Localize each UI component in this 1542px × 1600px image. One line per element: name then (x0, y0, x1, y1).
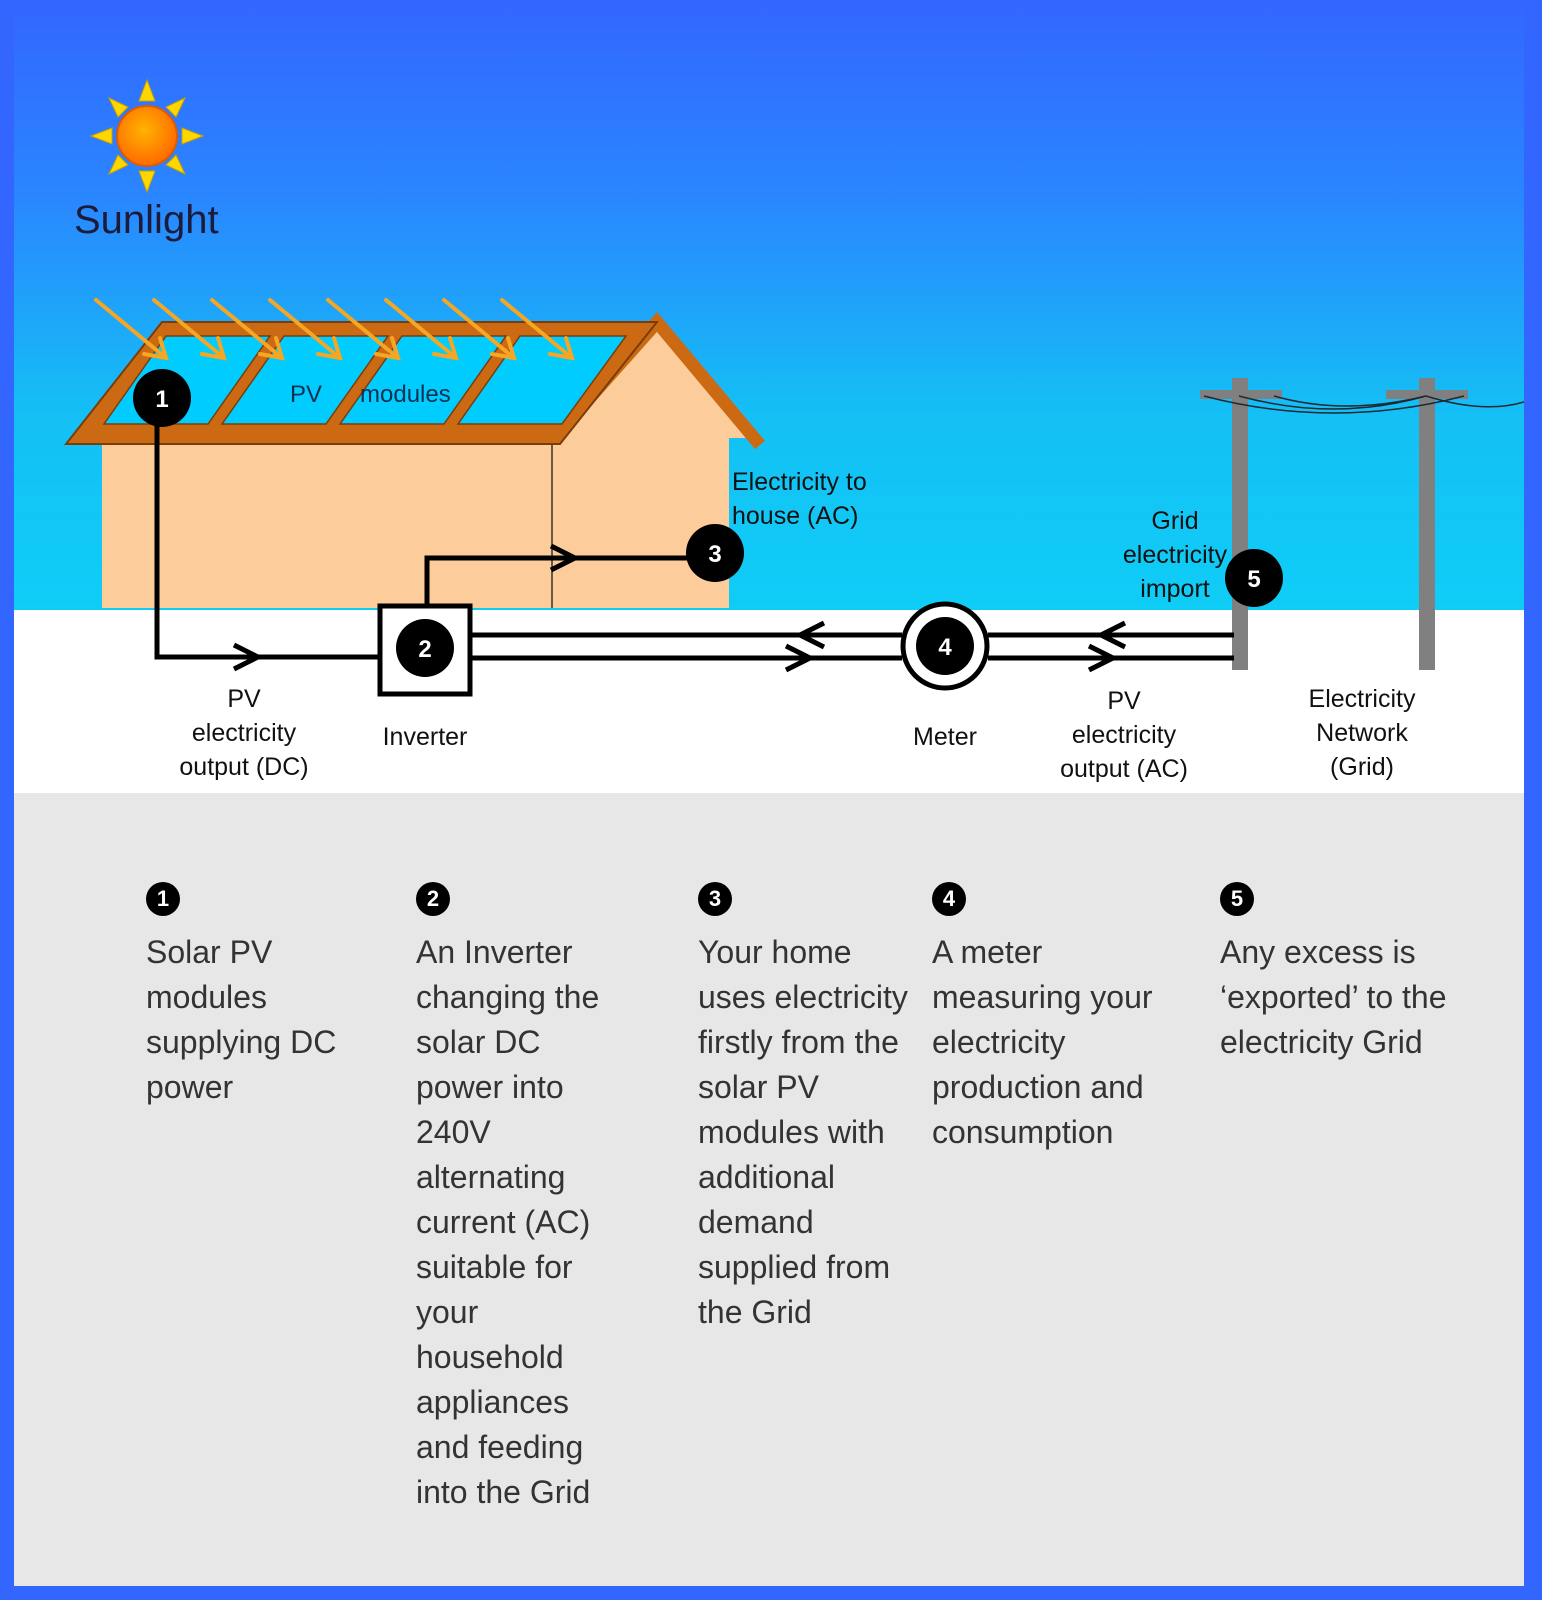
svg-text:2: 2 (418, 636, 431, 663)
svg-text:1: 1 (155, 386, 168, 413)
marker-1: 1 (133, 369, 191, 427)
desc-5-text: Any excess is ‘exported’ to the electric… (1220, 934, 1447, 1060)
svg-text:3: 3 (708, 541, 721, 568)
wiring (154, 395, 1234, 661)
meter-label: Meter (913, 723, 977, 751)
electricity-to-house-label: Electricity to house (AC) (732, 468, 867, 530)
roof-pv-label: PV (290, 381, 322, 408)
sunlight-arrows (94, 298, 575, 361)
marker-2: 2 (396, 619, 454, 677)
pv-system-diagram: PV modules (63, 78, 1524, 697)
electricity-network-label: Electricity Network (Grid) (1308, 685, 1416, 781)
diagram-frame: PV modules (14, 0, 1524, 1586)
marker-3: 3 (686, 524, 744, 582)
pv-dc-output-label: PV electricity output (DC) (179, 685, 309, 781)
house-wall (102, 438, 729, 608)
description-panel (14, 793, 1524, 1586)
flow-arrows (232, 543, 1127, 673)
desc-4-badge: 4 (932, 882, 966, 916)
desc-5-badge: 5 (1220, 882, 1254, 916)
desc-1-badge: 1 (146, 882, 180, 916)
desc-3-badge: 3 (698, 882, 732, 916)
sunlight-label: Sunlight (74, 198, 219, 242)
inverter-label: Inverter (382, 723, 468, 751)
overhead-wires (1203, 395, 1524, 414)
desc-1-text: Solar PV modules supplying DC power (146, 934, 337, 1105)
grid-import-label: Grid electricity import (1122, 507, 1228, 603)
desc-3-text: Your home uses electricity firstly from … (698, 934, 908, 1330)
svg-text:4: 4 (938, 634, 952, 661)
marker-5: 5 (1225, 549, 1283, 607)
sun-icon (89, 78, 205, 194)
desc-2-badge: 2 (416, 882, 450, 916)
marker-4: 4 (916, 617, 974, 675)
pv-panels (102, 335, 628, 425)
svg-text:5: 5 (1247, 566, 1260, 593)
house-gable (552, 322, 752, 438)
desc-2-text: An Inverter changing the solar DC power … (416, 934, 600, 1510)
roof-modules-label: modules (360, 381, 451, 408)
ground-strip (14, 610, 1524, 793)
desc-4-text: A meter measuring your electricity produ… (932, 934, 1153, 1150)
pv-ac-output-label: PV electricity output (AC) (1060, 687, 1188, 783)
